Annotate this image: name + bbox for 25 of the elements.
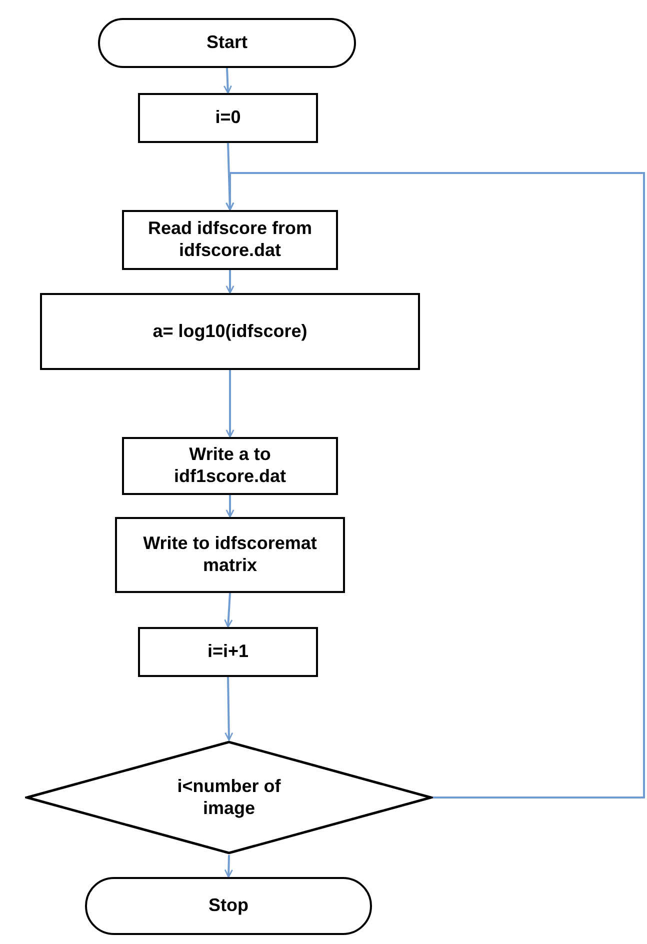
arrow <box>224 854 233 878</box>
node-label: i=i+1 <box>206 641 250 663</box>
node-label: a= log10(idfscore) <box>152 320 308 342</box>
arrow <box>223 68 232 94</box>
node-label: Start <box>205 32 248 54</box>
node-label: Write a to idf1score.dat <box>172 444 288 488</box>
arrow <box>224 592 233 628</box>
node-label: Write to idfscoremat matrix <box>142 533 318 577</box>
decision-diamond <box>25 740 433 855</box>
process-box <box>40 293 420 370</box>
process-box <box>115 517 345 593</box>
process-box <box>138 93 318 143</box>
process-box <box>122 437 338 495</box>
arrow <box>224 676 234 741</box>
node-label: Stop <box>208 895 250 917</box>
node-label: i<number of image <box>176 776 282 820</box>
arrow <box>226 172 645 798</box>
arrow <box>226 370 234 438</box>
process-box <box>138 627 318 677</box>
arrow <box>226 270 234 294</box>
terminal-shape <box>98 18 356 68</box>
arrow <box>226 495 234 518</box>
process-box <box>122 210 338 270</box>
node-label: Read idfscore from idfscore.dat <box>146 218 314 262</box>
node-label: i=0 <box>214 107 242 129</box>
